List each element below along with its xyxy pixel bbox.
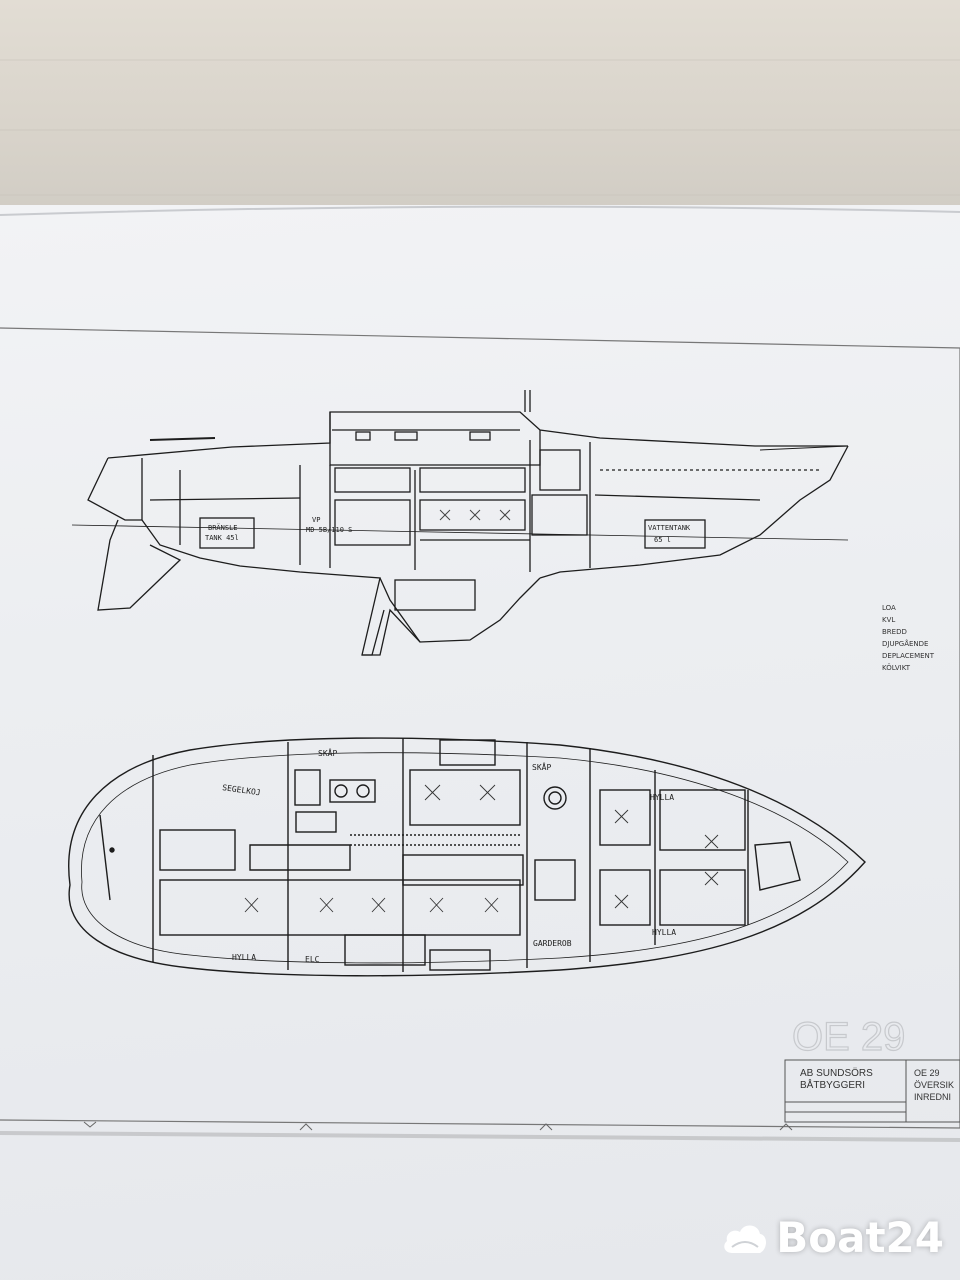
profile-text: BRÄNSLE TANK 45l VP MD 5B/110 S VATTENTA… (205, 516, 691, 544)
builder-name-1: AB SUNDSÖRS (800, 1067, 873, 1079)
spec-bredd: BREDD (882, 628, 907, 636)
spec-kolvikt: KÖLVIKT (882, 663, 911, 672)
builder-name-2: BÅTBYGGERI (800, 1078, 865, 1091)
title-line-2: ÖVERSIK (914, 1080, 954, 1090)
label-hylla-aft: HYLLA (232, 953, 256, 962)
spec-deplacement: DEPLACEMENT (882, 652, 935, 660)
spec-loa: LOA (882, 604, 896, 612)
fuel-tank-label-2: TANK 45l (205, 534, 239, 542)
sheet-border (0, 327, 960, 1142)
cloud-icon (724, 1224, 767, 1253)
water-tank-label-1: VATTENTANK (648, 524, 691, 532)
watermark: Boat24 (722, 1213, 944, 1262)
engine-label-2: MD 5B/110 S (306, 526, 352, 534)
label-segelkoj: SEGELKOJ (222, 783, 261, 797)
title-line-3: INREDNI (914, 1092, 951, 1102)
spec-kvl: KVL (882, 616, 895, 624)
plan-view (68, 737, 866, 977)
water-tank-label-2: 65 l (654, 536, 671, 544)
label-hylla-fwd-bottom: HYLLA (652, 928, 676, 937)
spec-djupgaende: DJUPGÅENDE (882, 639, 928, 648)
label-garderob: GARDEROB (533, 939, 572, 948)
profile-view (71, 390, 849, 656)
fuel-tank-label-1: BRÄNSLE (208, 523, 238, 532)
watermark-brand: Boat24 (776, 1213, 944, 1262)
model-stamp: OE 29 (792, 1015, 905, 1059)
table-surface (0, 0, 960, 230)
label-skap-fwd: SKÅP (532, 761, 551, 772)
title-line-1: OE 29 (914, 1068, 940, 1078)
engine-label-1: VP (312, 516, 320, 524)
drawing-sheet (0, 205, 960, 1280)
title-block: OE 29 AB SUNDSÖRS BÅTBYGGERI OE 29 ÖVERS… (784, 1014, 960, 1123)
tick-marks (83, 1121, 793, 1131)
label-skap-aft: SKÅP (318, 747, 337, 758)
label-hylla-fwd-top: HYLLA (650, 793, 674, 802)
label-elc: ELC (305, 955, 320, 964)
spec-list: LOA KVL BREDD DJUPGÅENDE DEPLACEMENT KÖL… (882, 604, 935, 672)
